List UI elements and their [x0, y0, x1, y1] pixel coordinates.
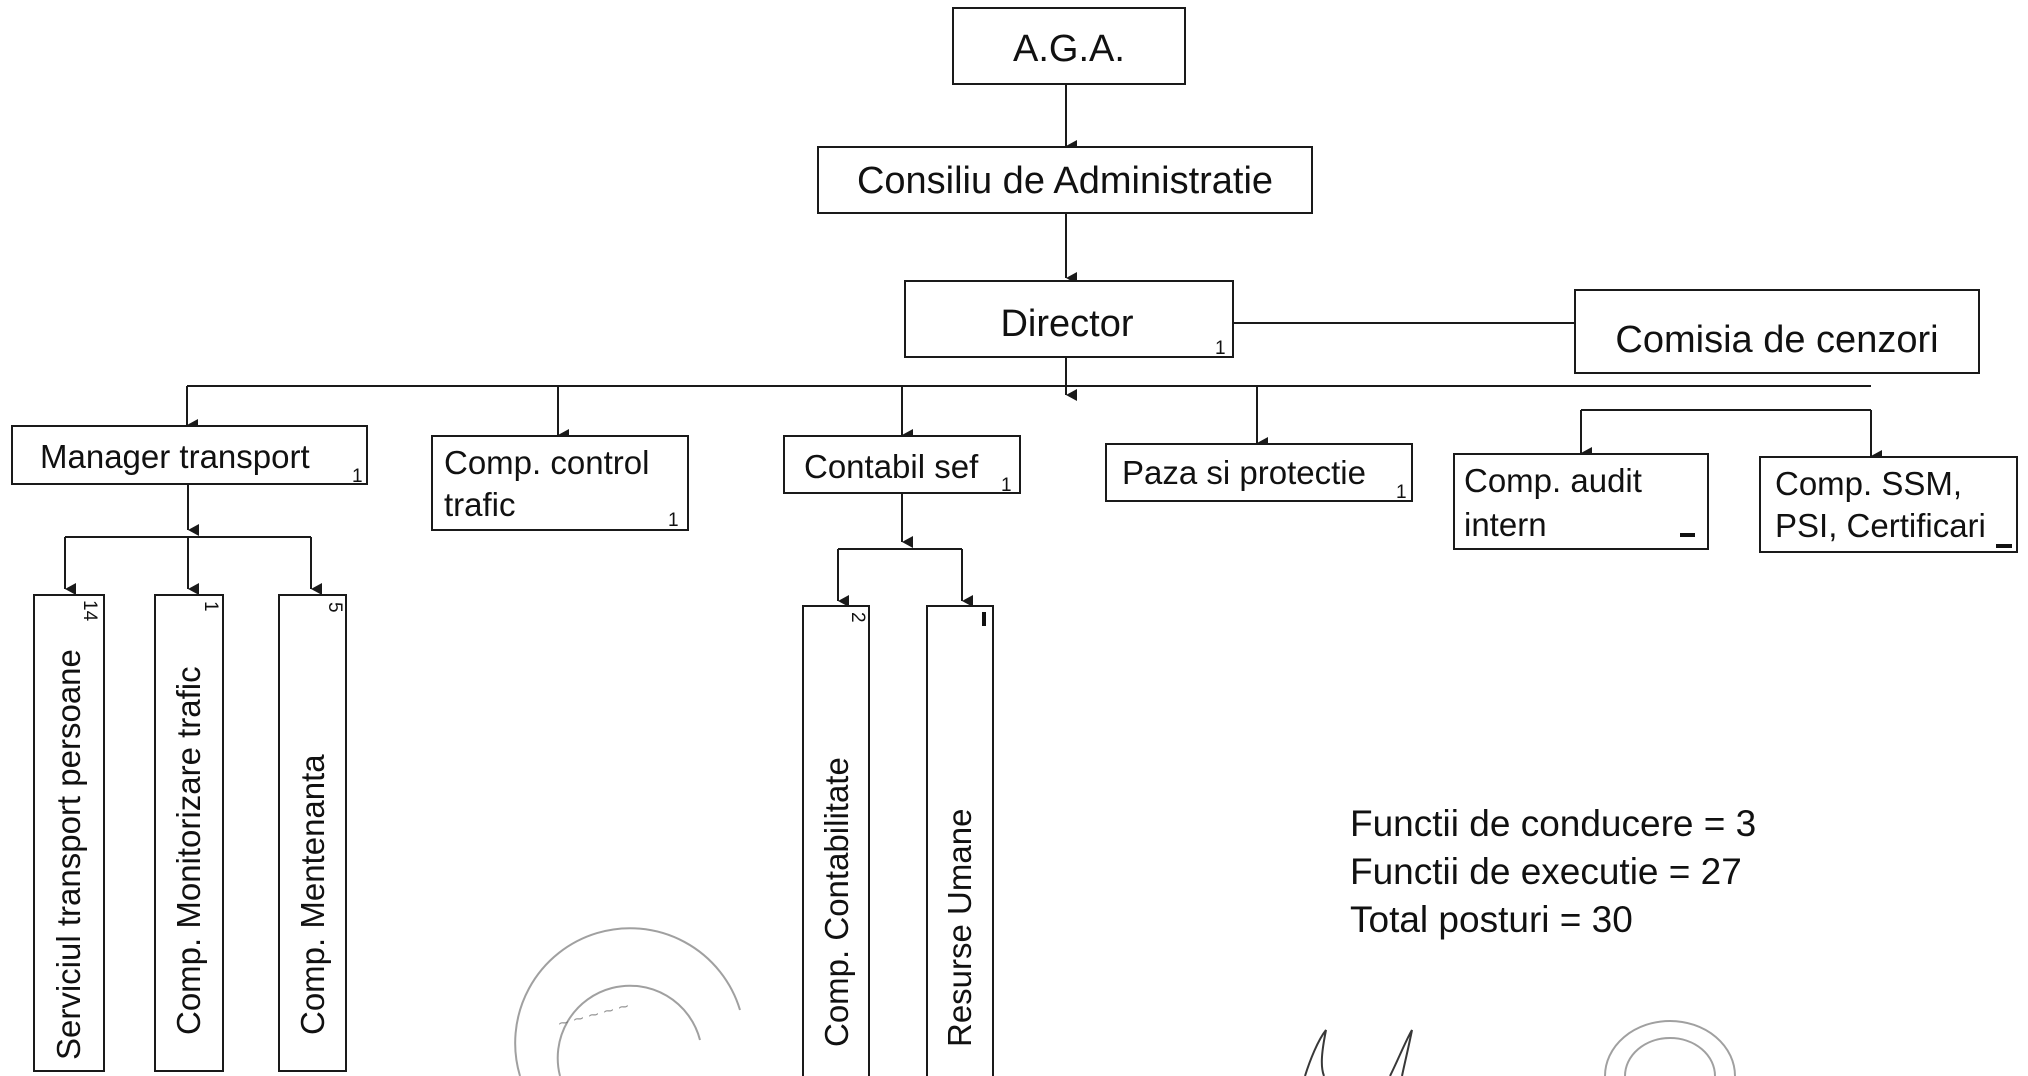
audit-line2: intern [1464, 506, 1547, 543]
summary-executie: Functii de executie = 27 [1350, 851, 1742, 892]
stamp-left: ~ ~ ~ ~ ~ [514, 927, 741, 1076]
resurse-count: - [975, 604, 981, 625]
box-control-trafic: Comp. control trafic 1 [431, 435, 689, 531]
audit-count: - [1690, 524, 1696, 545]
director-count: 1 [1215, 338, 1226, 359]
paza-count: 1 [1396, 482, 1407, 503]
manager-label: Manager transport [40, 438, 310, 475]
box-ssm: Comp. SSM, PSI, Certificari - [1759, 456, 2018, 553]
box-cenzori: Comisia de cenzori [1574, 289, 1980, 374]
box-mentenanta: Comp. Mentenanta 5 [278, 594, 347, 1072]
contabilitate-label: Comp. Contabilitate [818, 757, 855, 1047]
transport-label: Serviciul transport persoane [50, 649, 87, 1060]
contabilitate-count: 2 [847, 612, 868, 623]
director-label: Director [1000, 303, 1133, 345]
cenzori-label: Comisia de cenzori [1615, 319, 1938, 361]
box-aga: A.G.A. [952, 7, 1186, 85]
control-line2: trafic [444, 486, 516, 523]
control-line1: Comp. control [444, 444, 649, 481]
box-monitorizare: Comp. Monitorizare trafic 1 [154, 594, 224, 1072]
ssm-line1: Comp. SSM, [1775, 465, 1962, 502]
staff-summary: Functii de conducere = 3 Functii de exec… [1350, 800, 1756, 944]
svg-text:~ ~ ~ ~ ~: ~ ~ ~ ~ ~ [556, 996, 631, 1034]
box-contabilitate: Comp. Contabilitate 2 [802, 605, 870, 1076]
box-serviciul-transport: Serviciul transport persoane 14 [33, 594, 105, 1072]
summary-conducere: Functii de conducere = 3 [1350, 803, 1757, 844]
contabil-count: 1 [1001, 475, 1012, 496]
monitorizare-label: Comp. Monitorizare trafic [170, 666, 207, 1035]
box-consiliu: Consiliu de Administratie [817, 146, 1313, 214]
box-audit: Comp. audit intern - [1453, 453, 1709, 550]
resurse-label: Resurse Umane [941, 809, 978, 1047]
control-count: 1 [668, 510, 679, 531]
summary-total: Total posturi = 30 [1350, 899, 1633, 940]
signature [1304, 1029, 1413, 1076]
box-director: Director 1 [904, 280, 1234, 359]
box-resurse-umane: Resurse Umane - [926, 604, 994, 1076]
consiliu-label: Consiliu de Administratie [857, 160, 1273, 202]
ssm-line2: PSI, Certificari [1775, 507, 1986, 544]
monitorizare-count: 1 [200, 601, 221, 612]
paza-label: Paza si protectie [1122, 454, 1366, 491]
box-contabil-sef: Contabil sef 1 [783, 435, 1021, 496]
audit-line1: Comp. audit [1464, 462, 1642, 499]
manager-count: 1 [352, 466, 363, 487]
connectors [64, 84, 1882, 607]
aga-label: A.G.A. [1013, 28, 1125, 70]
box-paza: Paza si protectie 1 [1105, 443, 1413, 503]
ssm-count: - [2000, 524, 2006, 545]
mentenanta-label: Comp. Mentenanta [294, 754, 331, 1035]
transport-count: 14 [79, 600, 100, 622]
contabil-label: Contabil sef [804, 448, 979, 485]
stamp-right [1604, 1020, 1736, 1076]
box-manager-transport: Manager transport 1 [11, 425, 368, 487]
mentenanta-count: 5 [324, 602, 345, 613]
